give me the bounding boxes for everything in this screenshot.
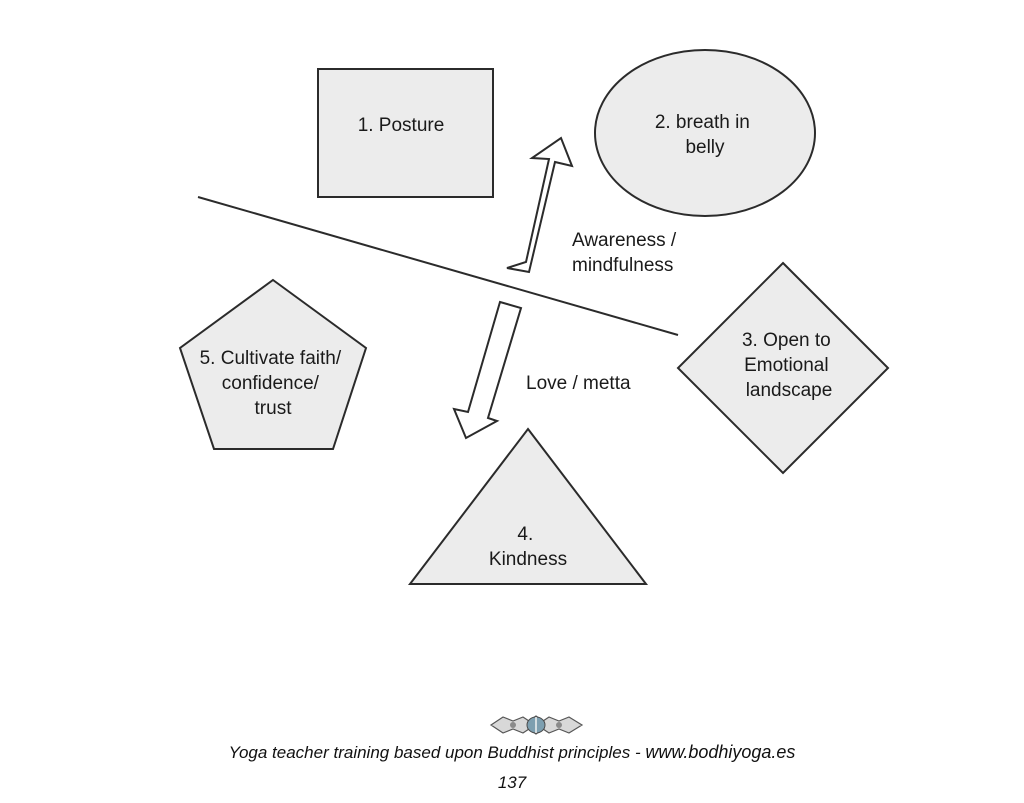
breath-node: 2. breath in belly <box>594 49 816 217</box>
kindness-label: 4. Kindness <box>489 524 567 570</box>
faith-label-line-1: 5. Cultivate faith/ <box>200 348 342 369</box>
emotional-label-line-3: landscape <box>746 380 833 401</box>
breath-label-line-2: belly <box>685 137 725 158</box>
posture-label-line-1: 1. Posture <box>358 115 445 136</box>
kindness-node: 4. Kindness <box>407 427 649 585</box>
emotional-node: 3. Open to Emotional landscape <box>676 261 890 475</box>
emotional-diamond <box>676 261 890 475</box>
faith-label-line-2: confidence/ <box>222 373 320 394</box>
posture-label: 1. Posture <box>358 115 445 136</box>
emotional-label: 3. Open to Emotional landscape <box>742 330 836 401</box>
up-arrow-icon <box>506 136 574 274</box>
emotional-label-line-1: 3. Open to <box>742 330 831 351</box>
faith-node: 5. Cultivate faith/ confidence/ trust <box>178 278 368 450</box>
metta-label-line-1: Love / metta <box>526 373 631 394</box>
faith-label: 5. Cultivate faith/ confidence/ trust <box>200 348 347 419</box>
breath-label: 2. breath in belly <box>655 112 755 158</box>
page-number: 137 <box>497 773 527 792</box>
down-arrow-icon <box>452 300 523 440</box>
awareness-label-line-2: mindfulness <box>572 255 673 276</box>
footer-caption: Yoga teacher training based upon Buddhis… <box>0 742 1024 763</box>
vajra-emblem-icon <box>489 715 584 735</box>
divider-line <box>197 196 679 336</box>
kindness-label-line-1: 4. <box>517 524 533 545</box>
awareness-label-line-1: Awareness / <box>572 230 677 251</box>
awareness-arrow-group: Awareness / mindfulness <box>506 136 681 276</box>
breath-label-line-1: 2. breath in <box>655 112 750 133</box>
breath-ellipse <box>594 49 816 217</box>
kindness-label-line-2: Kindness <box>489 549 567 570</box>
emotional-label-line-2: Emotional <box>744 355 829 376</box>
awareness-label: Awareness / mindfulness <box>572 230 681 276</box>
kindness-triangle <box>407 427 649 585</box>
footer-caption-text: Yoga teacher training based upon Buddhis… <box>228 743 646 762</box>
posture-rectangle <box>317 68 494 198</box>
metta-arrow-group: Love / metta <box>452 300 631 440</box>
posture-node: 1. Posture <box>317 68 494 198</box>
footer-url-link[interactable]: www.bodhiyoga.es <box>645 742 796 762</box>
metta-label: Love / metta <box>526 373 631 394</box>
faith-pentagon <box>178 278 368 450</box>
faith-label-line-3: trust <box>255 398 293 419</box>
